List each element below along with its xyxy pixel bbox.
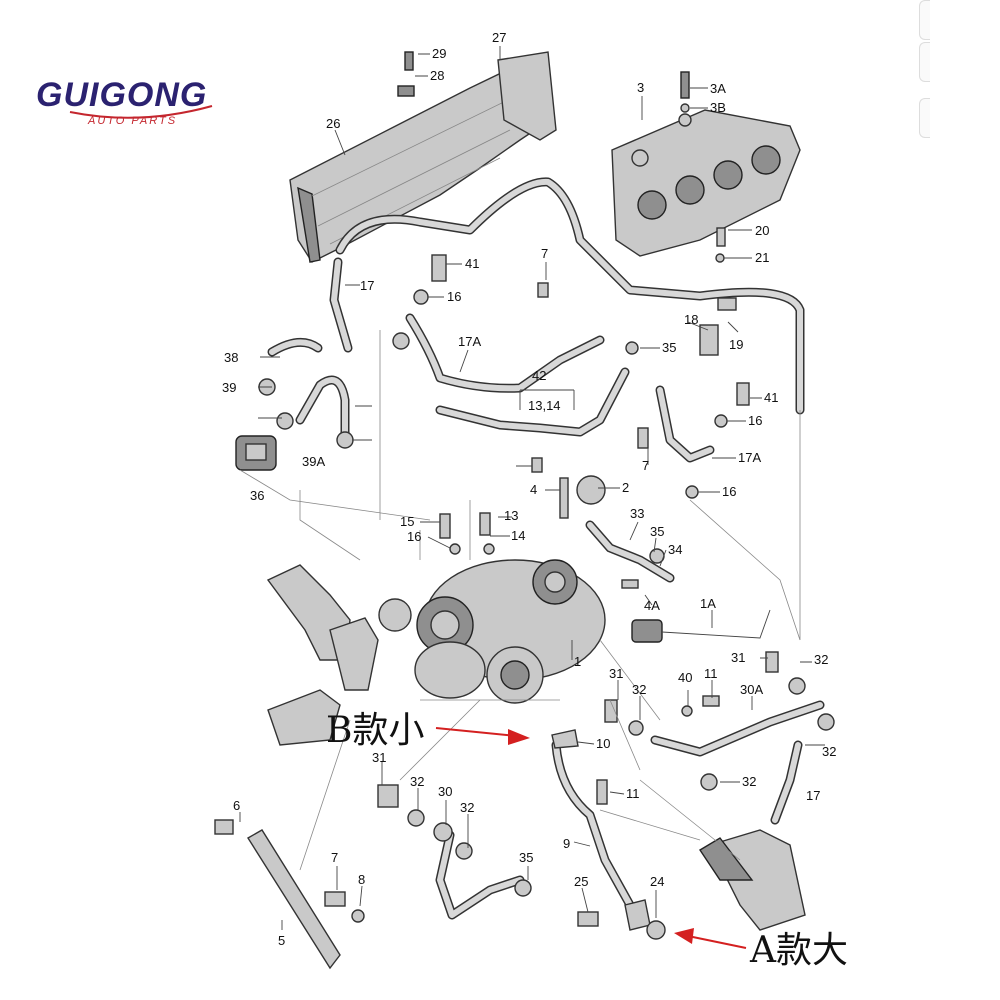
arrow-b [435,727,517,737]
part-label: 17A [458,334,481,349]
part-label: 39 [222,380,236,395]
part-label: 3B [710,100,726,115]
part-label: 13,14 [528,398,561,413]
sensor-1a [631,609,771,643]
logo-sub: AUTO PARTS [87,115,177,127]
part-label: 15 [400,514,414,529]
part-label: 17 [360,278,374,293]
part-label: 17 [806,788,820,803]
part-label: 7 [331,850,338,865]
part-label: 10 [596,736,610,751]
part-label: 14 [511,528,525,543]
part-label: 32 [410,774,424,789]
part-label: 7 [642,458,649,473]
part-label: 25 [574,874,588,889]
part-label: 28 [430,68,444,83]
part-label: 35 [650,524,664,539]
part-label: 32 [742,774,756,789]
catalytic-converter [699,829,806,931]
edge-tab [919,42,930,82]
part-label: 26 [326,116,340,131]
part-label: 35 [519,850,533,865]
leader-lines [239,46,825,930]
part-label: 16 [407,529,421,544]
part-label: 41 [764,390,778,405]
part-label: 4A [644,598,660,613]
part-label: 6 [233,798,240,813]
coolant-hoses [267,337,350,445]
edge-tab [919,98,930,138]
part-label: 3 [637,80,644,95]
part-label: 39A [302,454,325,469]
part-label: 32 [460,800,474,815]
part-label: 20 [755,223,769,238]
part-label: 32 [632,682,646,697]
part-label: 13 [504,508,518,523]
part-label: 16 [447,289,461,304]
part-label: 9 [563,836,570,851]
part-label: 11 [704,666,718,681]
arrow-a [687,935,747,949]
part-label: 42 [532,368,546,383]
part-label: 1 [574,654,581,669]
part-label: 1A [700,596,716,611]
intake-hoses [266,564,412,746]
part-label: 27 [492,30,506,45]
part-labels: 29 28 27 26 3 3A 3B 20 21 41 16 17 7 18 … [222,30,836,948]
part-label: 40 [678,670,692,685]
part-label: 8 [358,872,365,887]
part-label: 2 [622,480,629,495]
part-label: 30A [740,682,763,697]
logo-swoosh [69,105,213,119]
part-label: 33 [630,506,644,521]
part-label: 31 [731,650,745,665]
annotation-arrows [435,727,747,949]
arrow-b-head [508,729,530,745]
part-label: 19 [729,337,743,352]
part-label: 3A [710,81,726,96]
edge-tab [919,0,930,40]
part-label: 36 [250,488,264,503]
guigong-logo: GUIGONG AUTO PARTS [36,76,213,127]
bracket-5 [247,829,341,970]
part-label: 31 [609,666,623,681]
arrow-a-head [674,928,694,944]
part-label: 34 [668,542,682,557]
part-label: 24 [650,874,664,889]
part-label: 16 [748,413,762,428]
exhaust-manifold [611,109,801,257]
annotation-a-large: A款大 [749,930,848,971]
part-label: 35 [662,340,676,355]
valve-36 [235,435,277,471]
part-label: 7 [541,246,548,261]
part-label: 32 [814,652,828,667]
part-label: 18 [684,312,698,327]
part-label: 21 [755,250,769,265]
part-label: 17A [738,450,761,465]
logo-brand: GUIGONG [36,76,207,114]
part-label: 4 [530,482,537,497]
part-label: 11 [626,786,640,801]
heat-shield [289,51,557,263]
bolts [214,51,835,940]
part-label: 31 [372,750,386,765]
part-label: 30 [438,784,452,799]
pipes [329,177,825,920]
part-label: 16 [722,484,736,499]
part-label: 32 [822,744,836,759]
part-label: 38 [224,350,238,365]
turbocharger [414,559,606,704]
part-label: 5 [278,933,285,948]
annotation-b-small: B款小 [326,710,424,751]
part-label: 29 [432,46,446,61]
part-label: 41 [465,256,479,271]
